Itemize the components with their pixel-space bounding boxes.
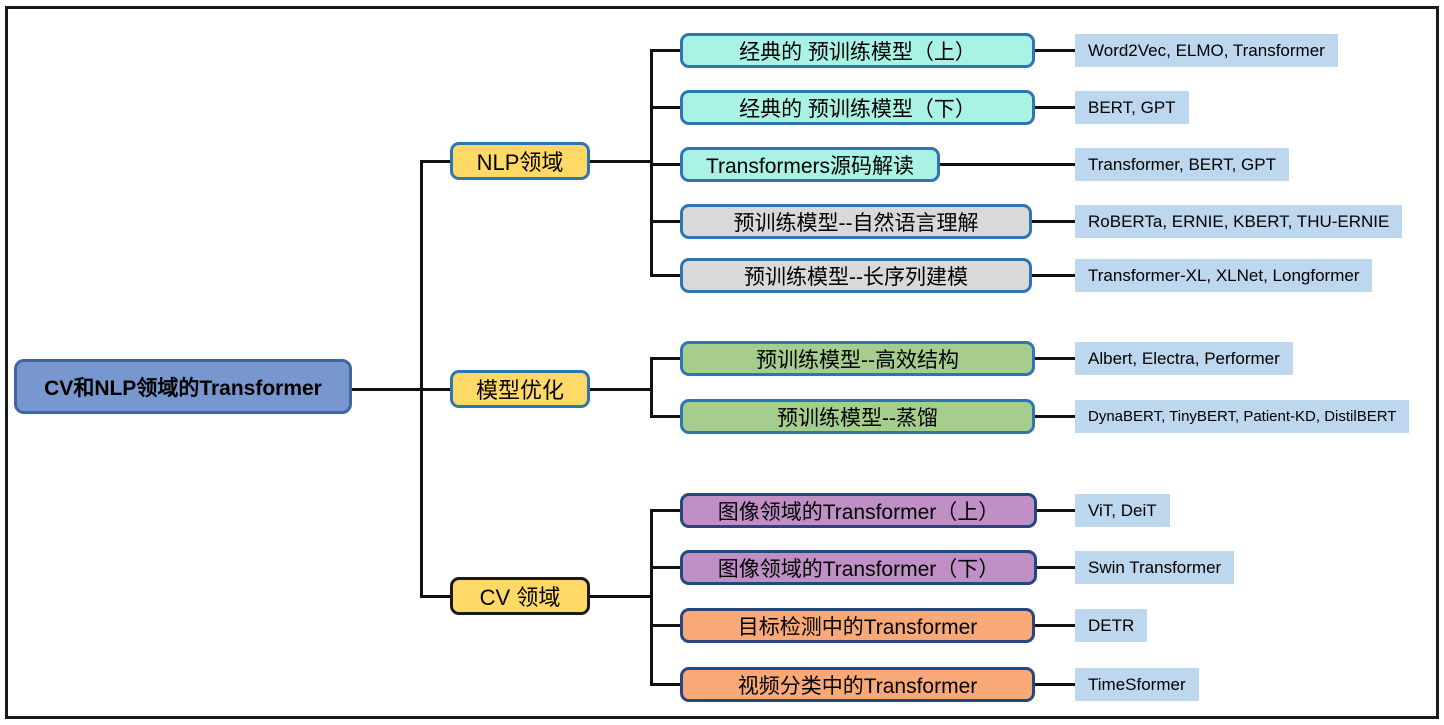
connector-line xyxy=(1035,357,1075,360)
tag-label-detr: DETR xyxy=(1075,609,1148,642)
connector-line xyxy=(650,566,680,569)
leaf-node-video-classification: 视频分类中的Transformer xyxy=(680,667,1035,702)
branch-node-model-opt: 模型优化 xyxy=(450,370,590,408)
connector-line xyxy=(1035,683,1075,686)
connector-line xyxy=(1035,415,1075,418)
leaf-node-image-transformer-1: 图像领域的Transformer（上） xyxy=(680,493,1037,528)
connector-line xyxy=(650,683,680,686)
root-node: CV和NLP领域的Transformer xyxy=(14,359,352,414)
connector-line xyxy=(650,415,680,418)
connector-line xyxy=(650,49,680,52)
tag-label-swin: Swin Transformer xyxy=(1075,551,1235,584)
leaf-node-transformers-source: Transformers源码解读 xyxy=(680,147,940,182)
connector-line xyxy=(650,274,680,277)
diagram-frame xyxy=(5,6,1439,719)
connector-line xyxy=(420,160,423,598)
connector-line xyxy=(1032,274,1075,277)
tag-label-dynabert: DynaBERT, TinyBERT, Patient-KD, DistilBE… xyxy=(1075,400,1410,433)
tag-label-timesformer: TimeSformer xyxy=(1075,668,1199,701)
tag-label-word2vec: Word2Vec, ELMO, Transformer xyxy=(1075,34,1338,67)
tag-label-vit-deit: ViT, DeiT xyxy=(1075,494,1170,527)
connector-line xyxy=(590,595,650,598)
connector-line xyxy=(650,163,680,166)
connector-line xyxy=(1037,509,1075,512)
branch-node-nlp: NLP领域 xyxy=(450,142,590,180)
tag-label-roberta: RoBERTa, ERNIE, KBERT, THU-ERNIE xyxy=(1075,205,1403,238)
connector-line xyxy=(650,509,680,512)
leaf-node-efficient-structure: 预训练模型--高效结构 xyxy=(680,341,1035,376)
connector-line xyxy=(650,106,680,109)
connector-line xyxy=(1037,566,1075,569)
tag-label-bert-gpt: BERT, GPT xyxy=(1075,91,1189,124)
connector-line xyxy=(1032,220,1075,223)
connector-line xyxy=(590,160,650,163)
connector-line xyxy=(590,388,650,391)
connector-line xyxy=(650,509,653,686)
branch-node-cv: CV 领域 xyxy=(450,577,590,615)
connector-line xyxy=(1035,106,1075,109)
connector-line xyxy=(650,220,680,223)
leaf-node-object-detection: 目标检测中的Transformer xyxy=(680,608,1035,643)
leaf-node-long-sequence: 预训练模型--长序列建模 xyxy=(680,258,1032,293)
leaf-node-nlu: 预训练模型--自然语言理解 xyxy=(680,204,1032,239)
connector-line xyxy=(420,595,450,598)
tag-label-transformer-bert-gpt: Transformer, BERT, GPT xyxy=(1075,148,1289,181)
connector-line xyxy=(650,357,653,418)
leaf-node-distillation: 预训练模型--蒸馏 xyxy=(680,399,1035,434)
tag-label-albert: Albert, Electra, Performer xyxy=(1075,342,1293,375)
connector-line xyxy=(420,388,450,391)
connector-line xyxy=(940,163,1075,166)
leaf-node-image-transformer-2: 图像领域的Transformer（下） xyxy=(680,550,1037,585)
tag-label-transformer-xl: Transformer-XL, XLNet, Longformer xyxy=(1075,259,1373,292)
leaf-node-classic-pretrain-1: 经典的 预训练模型（上） xyxy=(680,33,1035,68)
connector-line xyxy=(650,357,680,360)
connector-line xyxy=(420,160,450,163)
connector-line xyxy=(1035,49,1075,52)
connector-line xyxy=(352,388,420,391)
leaf-node-classic-pretrain-2: 经典的 预训练模型（下） xyxy=(680,90,1035,125)
connector-line xyxy=(1035,624,1075,627)
connector-line xyxy=(650,624,680,627)
